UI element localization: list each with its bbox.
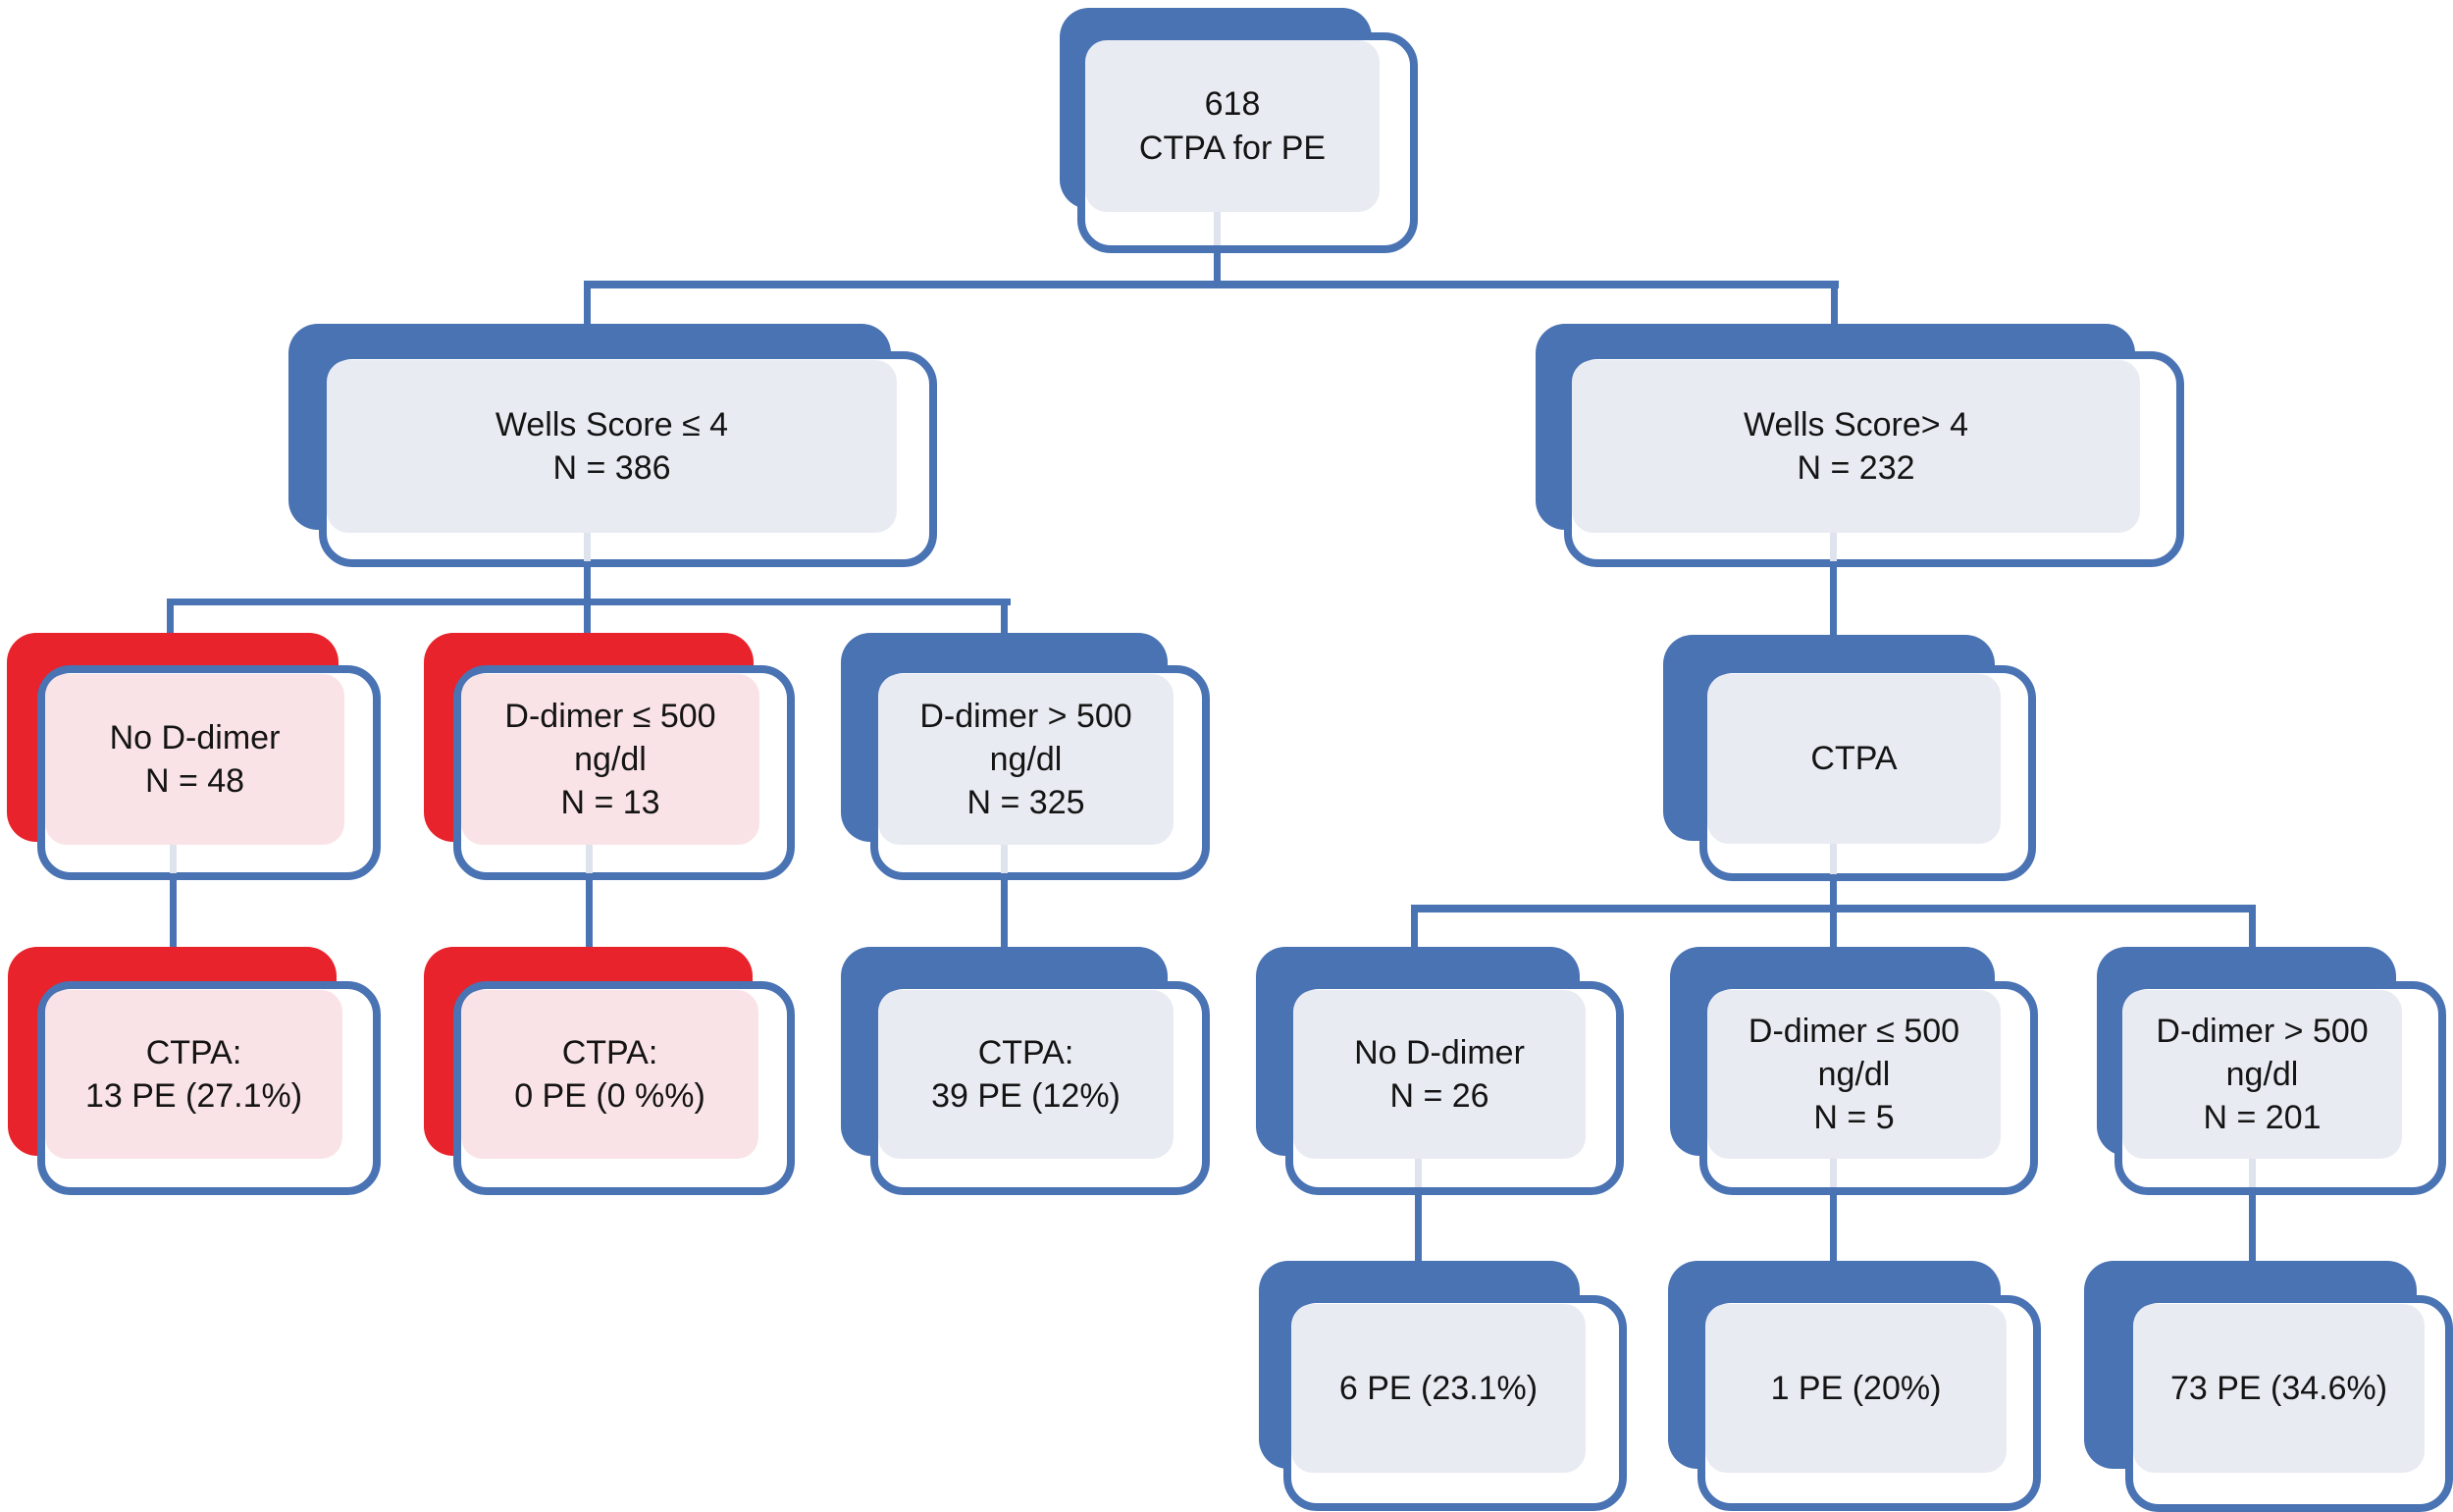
- node-ddimer-gt-500-high-text-line: ng/dl: [2225, 1055, 2299, 1093]
- node-ctpa-result-no-ddimer-text-line: 13 PE (27.1%): [84, 1077, 303, 1115]
- connector-line: [1830, 1191, 1837, 1265]
- node-pe-ddimer-le-500-high-text-line: 1 PE (20%): [1770, 1369, 1942, 1407]
- connector-line: [1830, 563, 1837, 639]
- connector-line-faded: [170, 844, 177, 873]
- node-ddimer-le-500-low-label: D-dimer ≤ 500 ng/dl N = 13: [461, 674, 759, 845]
- node-ctpa-result-no-ddimer-label: CTPA: 13 PE (27.1%): [45, 990, 342, 1159]
- connector-line: [1214, 253, 1221, 287]
- node-ctpa-result-ddimer-gt-500-label: CTPA: 39 PE (12%): [878, 990, 1174, 1159]
- node-ddimer-gt-500-low-text-line: ng/dl: [989, 740, 1063, 778]
- connector-line: [586, 877, 593, 951]
- node-ddimer-gt-500-low-label: D-dimer > 500 ng/dl N = 325: [878, 674, 1174, 845]
- node-no-ddimer-high-text-line: No D-dimer: [1354, 1033, 1525, 1071]
- node-wells-gt-4-label: Wells Score> 4 N = 232: [1572, 360, 2140, 533]
- node-ctpa-result-ddimer-gt-500-text-line: CTPA:: [977, 1033, 1074, 1071]
- node-wells-le-4-label: Wells Score ≤ 4 N = 386: [327, 360, 897, 533]
- node-wells-gt-4-text-line: N = 232: [1797, 449, 1915, 487]
- node-ddimer-le-500-high-text-line: N = 5: [1813, 1099, 1895, 1137]
- node-ddimer-gt-500-high-text-line: N = 201: [2203, 1099, 2322, 1137]
- node-pe-ddimer-gt-500-high-label: 73 PE (34.6%): [2133, 1304, 2425, 1473]
- node-ddimer-le-500-low-text-line: N = 13: [560, 784, 660, 822]
- connector-line: [1001, 877, 1008, 951]
- connector-line-faded: [1214, 212, 1221, 245]
- node-wells-gt-4-text-line: Wells Score> 4: [1744, 405, 1968, 443]
- node-ctpa-result-ddimer-le-500-text-line: CTPA:: [561, 1033, 658, 1071]
- connector-line: [584, 281, 1839, 288]
- connector-line: [1001, 599, 1008, 637]
- connector-line: [584, 281, 591, 328]
- connector-line: [1831, 281, 1838, 328]
- node-no-ddimer-high-label: No D-dimer N = 26: [1293, 990, 1586, 1159]
- node-ddimer-gt-500-high-text-line: D-dimer > 500: [2156, 1012, 2369, 1050]
- connector-line: [1415, 1191, 1422, 1265]
- node-ctpa-high-label: CTPA: [1707, 674, 2001, 844]
- connector-line-faded: [1830, 843, 1837, 874]
- connector-line-faded: [1001, 844, 1008, 873]
- connector-line: [584, 563, 591, 603]
- connector-line: [1411, 905, 1418, 950]
- node-no-ddimer-high-text-line: N = 26: [1389, 1077, 1489, 1115]
- node-pe-ddimer-gt-500-high-text-line: 73 PE (34.6%): [2169, 1369, 2388, 1407]
- connector-line: [2249, 1191, 2256, 1265]
- node-ctpa-result-no-ddimer-text-line: CTPA:: [145, 1033, 242, 1071]
- node-ctpa-high-text-line: CTPA: [1810, 740, 1898, 778]
- connector-line-faded: [2249, 1158, 2256, 1187]
- connector-line: [1830, 877, 1837, 911]
- node-ddimer-gt-500-low-text-line: D-dimer > 500: [919, 697, 1132, 735]
- node-ddimer-le-500-low-text-line: ng/dl: [574, 740, 647, 778]
- node-no-ddimer-low-text-line: N = 48: [144, 762, 245, 800]
- connector-line-faded: [1415, 1158, 1422, 1187]
- node-pe-no-ddimer-high-label: 6 PE (23.1%): [1291, 1304, 1586, 1473]
- node-ddimer-le-500-high-label: D-dimer ≤ 500 ng/dl N = 5: [1707, 990, 2001, 1159]
- node-ddimer-gt-500-low-text-line: N = 325: [966, 784, 1085, 822]
- connector-line: [1830, 905, 1837, 950]
- node-ctpa-result-ddimer-le-500-text-line: 0 PE (0 %%): [514, 1077, 705, 1115]
- node-pe-ddimer-le-500-high-label: 1 PE (20%): [1705, 1304, 2007, 1473]
- node-no-ddimer-low-label: No D-dimer N = 48: [45, 674, 344, 845]
- connector-line-faded: [1830, 1158, 1837, 1187]
- node-ctpa-result-ddimer-le-500-label: CTPA: 0 PE (0 %%): [461, 990, 758, 1159]
- node-no-ddimer-low-text-line: No D-dimer: [109, 718, 281, 756]
- node-wells-le-4-text-line: Wells Score ≤ 4: [495, 405, 729, 443]
- node-ctpa-result-ddimer-gt-500-text-line: 39 PE (12%): [931, 1077, 1121, 1115]
- node-wells-le-4-text-line: N = 386: [552, 449, 671, 487]
- connector-line-faded: [584, 532, 591, 561]
- connector-line: [167, 599, 174, 637]
- node-root-text-line: 618: [1204, 85, 1261, 124]
- connector-line: [2249, 905, 2256, 950]
- node-ddimer-le-500-high-text-line: D-dimer ≤ 500: [1748, 1012, 1960, 1050]
- connector-line-faded: [586, 844, 593, 873]
- connector-line: [584, 599, 591, 637]
- node-root-text-line: CTPA for PE: [1138, 129, 1327, 167]
- node-ddimer-le-500-low-text-line: D-dimer ≤ 500: [504, 697, 716, 735]
- node-ddimer-gt-500-high-label: D-dimer > 500 ng/dl N = 201: [2122, 990, 2402, 1159]
- node-pe-no-ddimer-high-text-line: 6 PE (23.1%): [1338, 1369, 1539, 1407]
- node-ddimer-le-500-high-text-line: ng/dl: [1817, 1055, 1891, 1093]
- connector-line: [170, 877, 177, 951]
- connector-line-faded: [1830, 532, 1837, 561]
